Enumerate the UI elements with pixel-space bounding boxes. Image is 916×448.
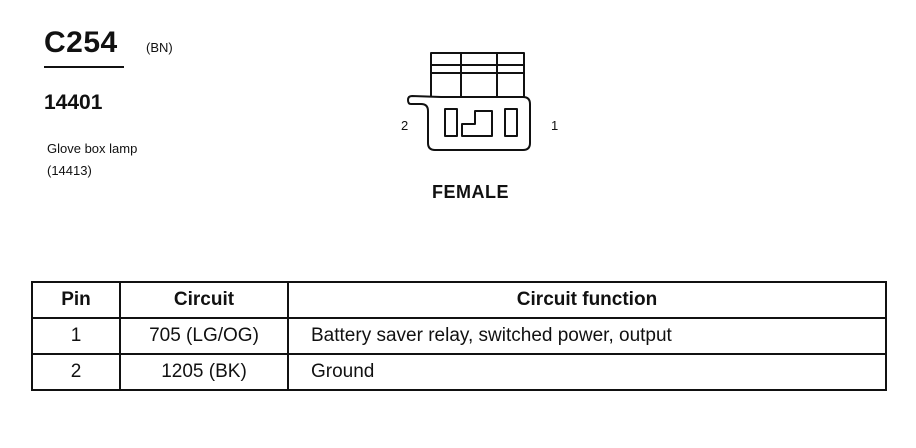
table-header-row: Pin Circuit Circuit function — [31, 281, 887, 319]
header-circuit-function: Circuit function — [287, 281, 887, 319]
connector-face-diagram — [407, 52, 531, 151]
part-number: 14401 — [44, 91, 103, 114]
header-circuit: Circuit — [119, 281, 289, 319]
connector-gender-label: FEMALE — [432, 182, 509, 202]
pinout-table: Pin Circuit Circuit function 1 705 (LG/O… — [31, 281, 887, 391]
keyed-cavity — [461, 110, 493, 137]
cell-circuit-function: Battery saver relay, switched power, out… — [287, 317, 887, 355]
connector-housing — [407, 95, 531, 151]
connector-color-code: (BN) — [146, 40, 173, 55]
component-number: (14413) — [47, 163, 92, 178]
table-row: 2 1205 (BK) Ground — [31, 353, 887, 391]
connector-id-underline — [44, 66, 124, 68]
component-name: Glove box lamp — [47, 141, 138, 156]
pin-1-label: 1 — [551, 118, 559, 133]
connector-id: C254 — [44, 26, 118, 59]
cell-pin: 1 — [31, 317, 121, 355]
cell-circuit: 705 (LG/OG) — [119, 317, 289, 355]
pin-2-label: 2 — [401, 118, 409, 133]
cell-circuit: 1205 (BK) — [119, 353, 289, 391]
pin-1-cavity — [504, 108, 518, 137]
header-pin: Pin — [31, 281, 121, 319]
connector-latch — [430, 52, 525, 97]
cell-circuit-function: Ground — [287, 353, 887, 391]
table-row: 1 705 (LG/OG) Battery saver relay, switc… — [31, 317, 887, 355]
cell-pin: 2 — [31, 353, 121, 391]
pin-2-cavity — [444, 108, 458, 137]
